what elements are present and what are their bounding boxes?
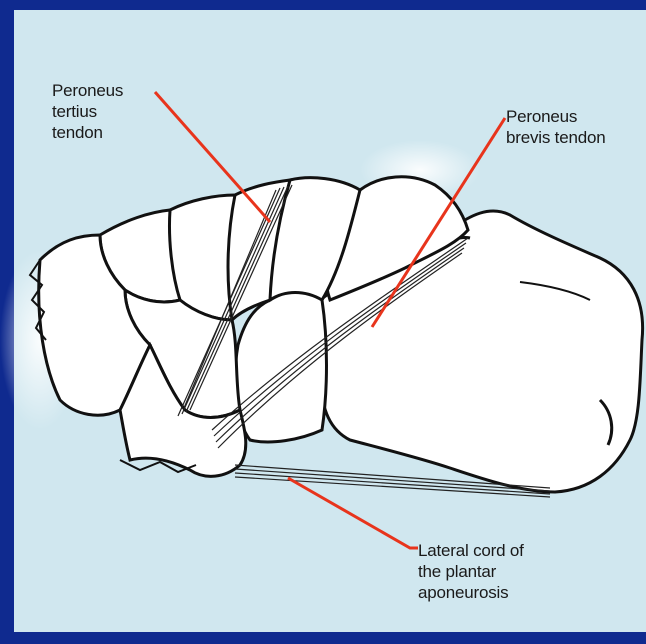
- label-peroneus-tertius-tendon: Peroneus tertius tendon: [52, 80, 123, 143]
- leader-line-lateral-cord: [288, 478, 418, 548]
- label-peroneus-brevis-tendon: Peroneus brevis tendon: [506, 106, 605, 148]
- cuboid-bone: [235, 290, 326, 442]
- label-lateral-cord: Lateral cord of the plantar aponeurosis: [418, 540, 524, 603]
